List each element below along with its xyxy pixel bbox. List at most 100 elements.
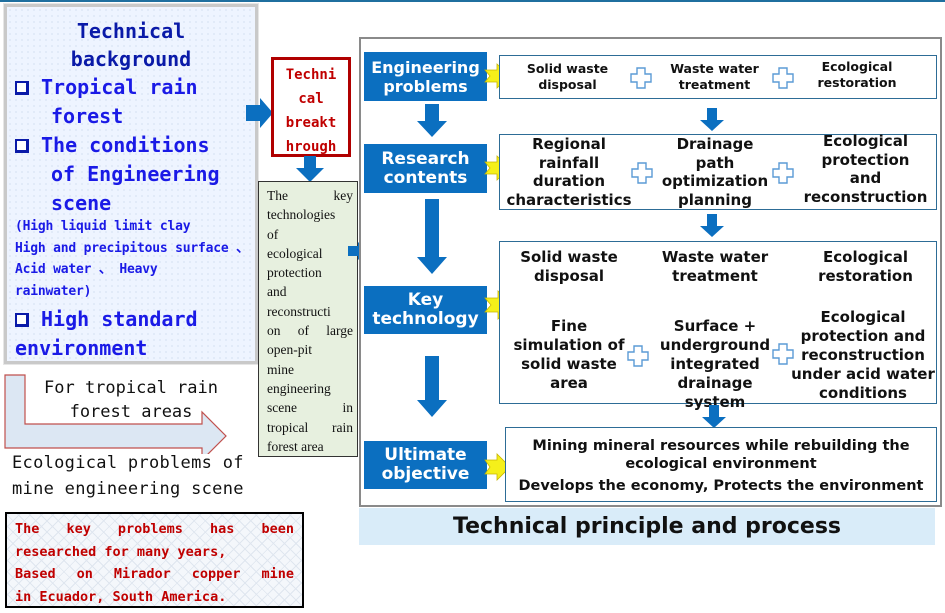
yellow-arrow-icon (484, 155, 511, 181)
cell-line: characteristics (506, 190, 632, 209)
kt-word: rain (332, 419, 353, 435)
note-word: researched for many years, (15, 543, 227, 560)
objective-line: Mining mineral resources while rebuildin… (532, 438, 910, 454)
plus-icon (630, 67, 652, 89)
ultimate-objective-box: Mining mineral resources while rebuildin… (505, 427, 937, 502)
plus-icon (772, 343, 794, 365)
cell-line: path (695, 153, 735, 172)
technical-breakthrough-box: Techni cal breakt hrough (271, 57, 351, 157)
kt-line: open-pit (267, 340, 353, 359)
cell-line: Waste water (661, 248, 769, 266)
item-text: environment (15, 336, 148, 360)
arrow-label-line: For tropical rain (44, 378, 218, 398)
kt-word: protection (267, 265, 322, 281)
kt-line: reconstructi (267, 302, 353, 321)
note-word: been (261, 521, 294, 537)
note-line: The key problems has been (15, 518, 294, 541)
kt-word: scene (267, 400, 297, 416)
kt-word: engineering (267, 380, 331, 396)
arrow-label-line: forest areas (69, 402, 193, 422)
objective-text: Mining mineral resources while rebuildin… (506, 437, 936, 495)
note-line: in Ecuador, South America. (15, 586, 294, 609)
condition-line: rainwater) (15, 283, 92, 299)
checkbox-icon (15, 139, 29, 153)
stage-label: Ultimate (384, 445, 467, 465)
item-text: of Engineering (51, 162, 220, 186)
cell-line: Drainage (676, 135, 754, 153)
kt-word: and (267, 284, 287, 300)
research-note-box: The key problems has been researched for… (5, 512, 304, 608)
kt-word: of (267, 226, 279, 242)
breakthrough-line: Techni (285, 67, 337, 83)
stage-label: problems (383, 76, 468, 96)
cell-line: underground (659, 336, 771, 354)
cell-line: Ecological (820, 308, 906, 326)
cell-line: and (849, 169, 882, 187)
cell-line: restoration (818, 267, 913, 285)
eco-problems-line: Ecological problems of (12, 453, 244, 473)
ecological-problems-label: Ecological problems of mine engineering … (12, 450, 244, 502)
cell-line: integrated (670, 355, 760, 373)
cell-line: conditions (819, 384, 907, 402)
kt-line: technologies (267, 205, 353, 224)
kt-line: mine (267, 360, 353, 379)
plus-icon (772, 162, 794, 184)
kt-line: and (267, 282, 353, 301)
cell-line: drainage system (677, 374, 753, 411)
note-word: The (15, 521, 40, 537)
breakthrough-line: cal (298, 91, 324, 107)
item-high-standard-environment: High standard environment (15, 305, 198, 363)
cell-line: under acid water (791, 365, 935, 383)
stage-label: Engineering (371, 57, 480, 77)
cell-line: simulation of (513, 336, 625, 354)
note-line: researched for many years, (15, 541, 294, 564)
note-word: Based (15, 566, 56, 582)
note-word: in Ecuador, South America. (15, 588, 227, 605)
down-arrow-icon (700, 108, 724, 131)
checkbox-icon (15, 81, 29, 95)
note-word: mine (261, 566, 294, 582)
cell-line: rainfall (538, 153, 600, 172)
down-arrow-icon (702, 405, 726, 428)
cell-line: disposal (533, 267, 605, 285)
kt-line: forest area (267, 437, 353, 456)
cell-line: planning (678, 190, 752, 209)
kt-word: reconstructi (267, 303, 331, 319)
note-word: copper (191, 566, 241, 582)
note-word: problems (117, 521, 183, 537)
item-text: forest (51, 104, 124, 128)
cell-line: solid waste (521, 355, 617, 373)
checkbox-icon (15, 313, 29, 327)
background-title-line-2: background (70, 47, 192, 71)
down-arrow-icon (700, 214, 724, 237)
cell-line: treatment (672, 267, 758, 285)
technical-background-panel: Technical background Tropical rain fores… (3, 3, 259, 365)
stage-label: objective (381, 464, 470, 484)
kt-line: of (267, 225, 353, 244)
cell-line: Ecological (823, 132, 908, 150)
kt-word: tropical (267, 419, 309, 435)
kt-word: key (333, 188, 354, 203)
cell-line: protection (821, 150, 910, 169)
plus-icon (631, 162, 653, 184)
breakthrough-line: hrough (285, 139, 337, 155)
objective-line: ecological environment (625, 456, 817, 472)
down-arrow-icon (296, 156, 324, 182)
item-text: High standard (41, 307, 198, 331)
yellow-arrow-icon (484, 290, 513, 320)
down-arrow-icon (417, 199, 447, 274)
